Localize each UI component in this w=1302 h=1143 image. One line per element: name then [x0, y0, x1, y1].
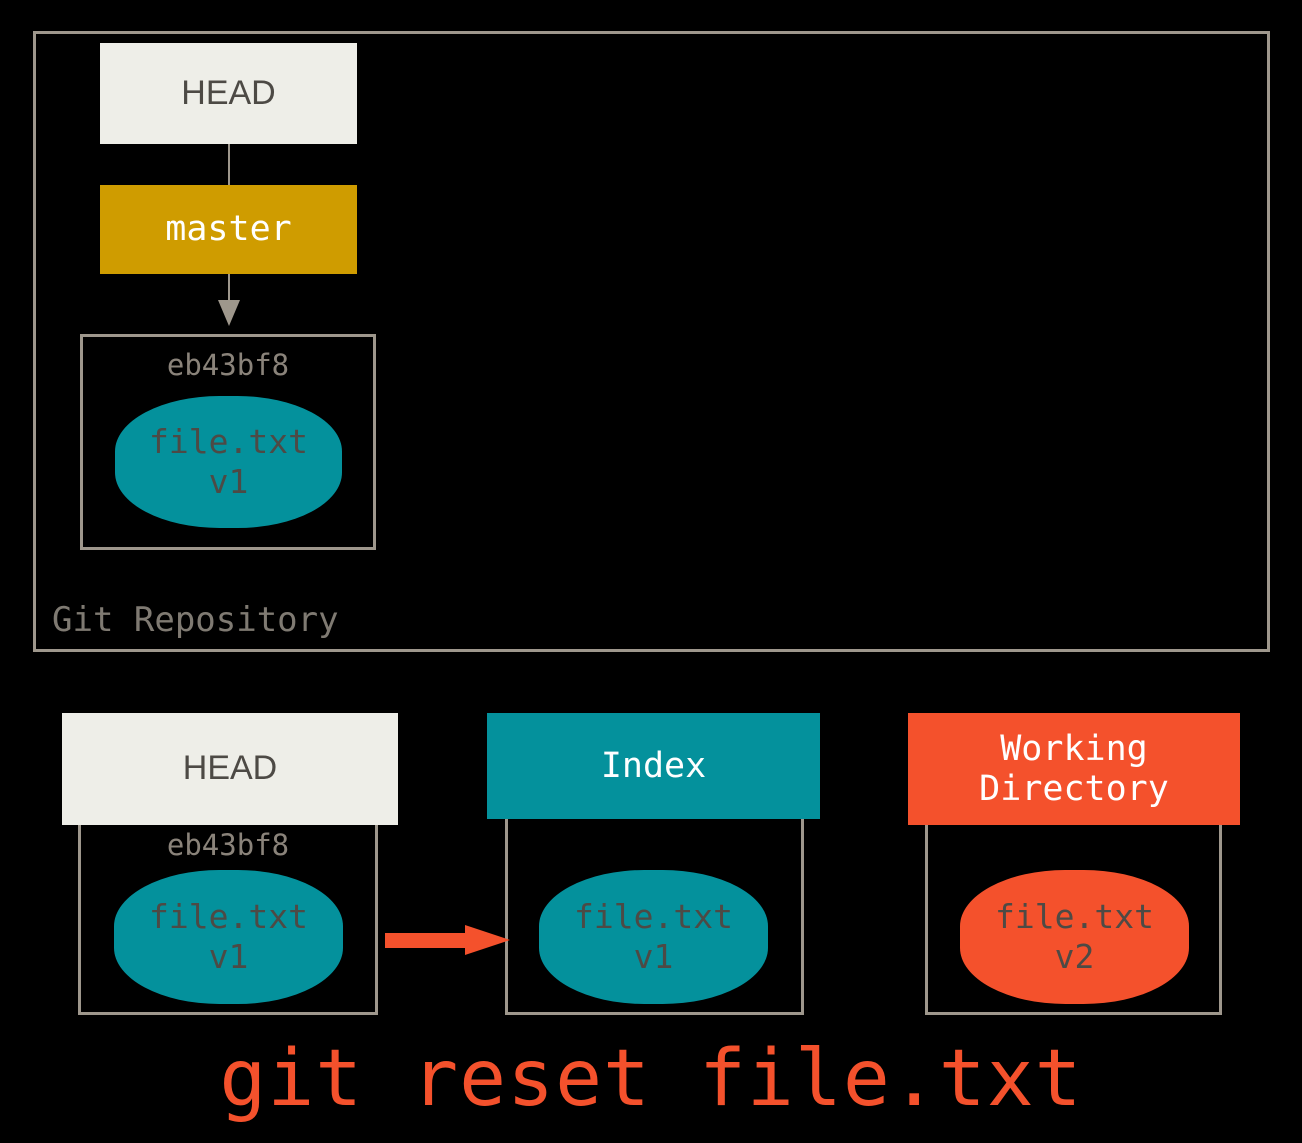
repo-commit-container: [80, 334, 376, 550]
arrow-down-icon: [218, 300, 240, 326]
connector-head-to-master: [228, 144, 230, 185]
head-area-sha-wrap: eb43bf8: [78, 828, 378, 862]
index-blob-filename: file.txt: [574, 896, 733, 936]
working-directory-area-blob: file.txt v2: [960, 870, 1189, 1004]
head-blob-version: v1: [208, 937, 249, 976]
repo-commit-sha-wrap: eb43bf8: [80, 348, 376, 382]
head-area-blob: file.txt v1: [114, 870, 343, 1004]
git-repository-frame: [33, 31, 1270, 652]
repo-head-box: HEAD: [100, 43, 357, 144]
repo-commit-sha: eb43bf8: [166, 348, 290, 382]
index-blob-version: v1: [633, 937, 674, 976]
arrow-right-icon: [385, 925, 510, 955]
head-area-header: HEAD: [62, 713, 398, 825]
repo-master-branch-box: master: [100, 185, 357, 274]
index-area-header: Index: [487, 713, 820, 819]
wd-header-line2: Directory: [979, 769, 1169, 809]
wd-blob-version: v2: [1054, 937, 1095, 976]
index-area-blob: file.txt v1: [539, 870, 768, 1004]
head-area-sha: eb43bf8: [166, 828, 290, 862]
working-directory-area-header: Working Directory: [908, 713, 1240, 825]
wd-blob-filename: file.txt: [995, 896, 1154, 936]
wd-header-line1: Working: [1000, 728, 1148, 769]
repo-blob-version: v1: [208, 462, 249, 501]
repo-commit-blob: file.txt v1: [115, 396, 342, 528]
arrow-head: [465, 925, 510, 955]
git-repository-label: Git Repository: [52, 600, 339, 640]
head-blob-filename: file.txt: [149, 896, 308, 936]
arrow-shaft: [385, 933, 468, 948]
connector-master-to-commit: [228, 274, 230, 304]
command-caption: git reset file.txt: [219, 1034, 1083, 1124]
repo-blob-filename: file.txt: [149, 421, 308, 461]
